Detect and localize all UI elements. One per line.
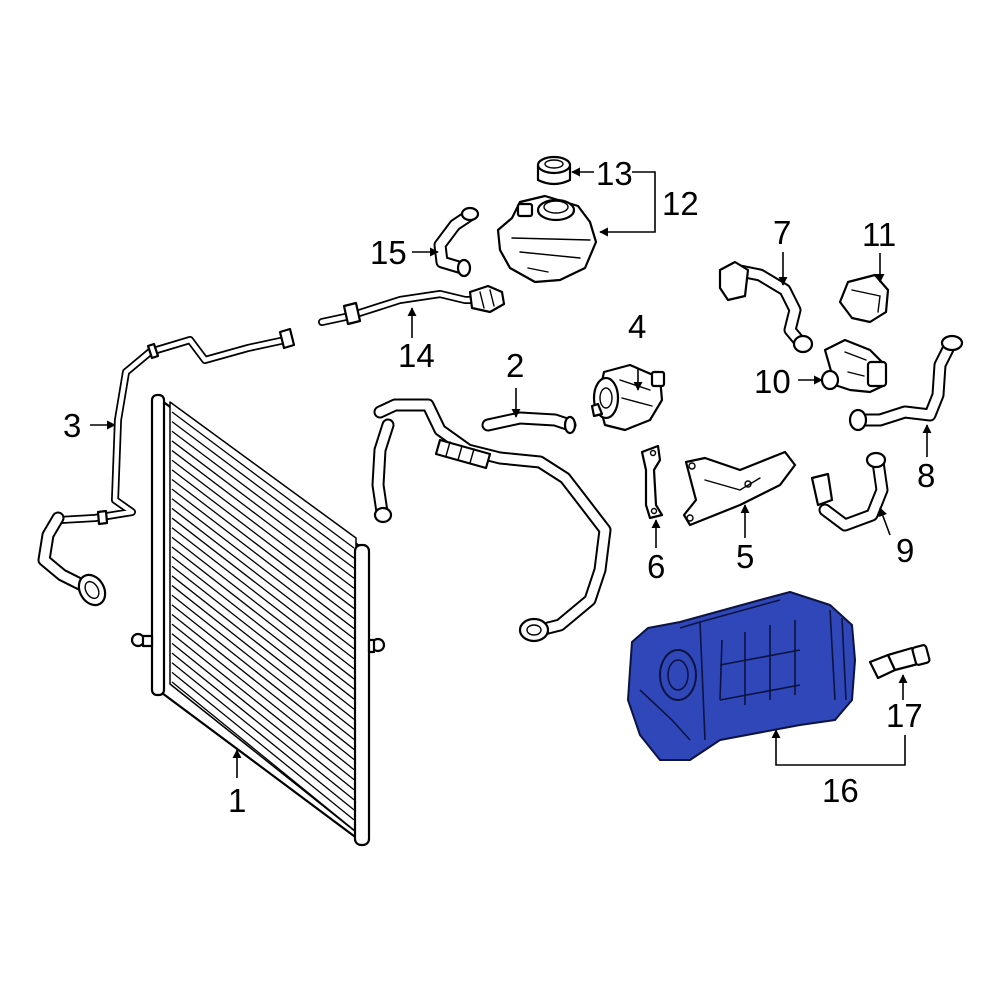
callout-6: 6 bbox=[647, 548, 665, 585]
callout-14: 14 bbox=[398, 337, 435, 374]
callout-13: 13 bbox=[596, 155, 633, 192]
hose-assembly-part-2[interactable] bbox=[371, 398, 612, 643]
water-pump-part-4[interactable] bbox=[590, 363, 666, 432]
clip-part-11[interactable] bbox=[838, 273, 890, 324]
bracket-part-5[interactable] bbox=[682, 450, 797, 527]
callout-3: 3 bbox=[63, 407, 81, 444]
intercooler-part-16[interactable] bbox=[627, 591, 856, 761]
callout-15: 15 bbox=[370, 234, 407, 271]
radiator-fins bbox=[171, 411, 355, 831]
coolant-line-part-3[interactable] bbox=[37, 327, 296, 610]
callout-17: 17 bbox=[886, 697, 923, 734]
tank-cap-part-13[interactable] bbox=[536, 155, 572, 186]
callout-7: 7 bbox=[773, 214, 791, 251]
callout-10: 10 bbox=[754, 363, 791, 400]
valve-part-10[interactable] bbox=[820, 338, 888, 394]
callout-9: 9 bbox=[896, 532, 914, 569]
radiator-part-1[interactable] bbox=[130, 393, 386, 847]
callout-11: 11 bbox=[862, 216, 896, 253]
callout-4: 4 bbox=[628, 308, 646, 345]
coolant-line-part-14[interactable] bbox=[318, 284, 506, 326]
hose-part-15[interactable] bbox=[433, 206, 480, 278]
sensor-part-17[interactable] bbox=[868, 644, 931, 680]
callout-12: 12 bbox=[662, 185, 699, 222]
hose-part-7[interactable] bbox=[718, 260, 814, 354]
bracket-part-6[interactable] bbox=[640, 444, 664, 520]
callout-2: 2 bbox=[506, 347, 524, 384]
callout-16: 16 bbox=[822, 772, 859, 809]
hose-part-9[interactable] bbox=[810, 451, 889, 532]
callout-8: 8 bbox=[917, 457, 935, 494]
expansion-tank-part-12[interactable] bbox=[496, 194, 598, 284]
callout-1: 1 bbox=[228, 782, 246, 819]
callout-5: 5 bbox=[736, 538, 754, 575]
leader-lines bbox=[90, 167, 932, 778]
hose-part-8[interactable] bbox=[848, 334, 964, 432]
callout-labels: 1 2 3 4 5 6 7 8 9 10 11 12 13 14 15 16 1… bbox=[63, 155, 935, 819]
